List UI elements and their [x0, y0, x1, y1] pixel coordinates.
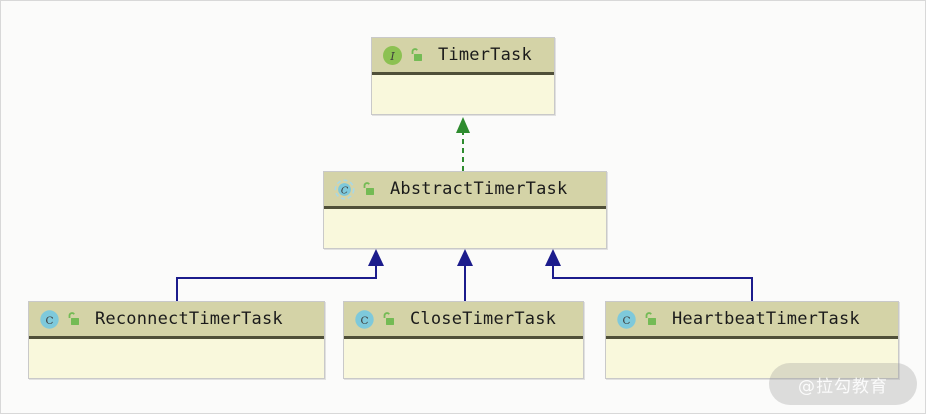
uml-node-abstracttimertask-header: C AbstractTimerTask — [324, 172, 606, 209]
unlock-icon — [360, 181, 376, 197]
uml-node-reconnecttimertask-title: ReconnectTimerTask — [95, 309, 283, 329]
interface-badge-icon: I — [382, 45, 403, 66]
unlock-icon — [380, 311, 396, 327]
uml-node-closetimertask[interactable]: C CloseTimerTask — [343, 301, 584, 379]
uml-node-timertask[interactable]: I TimerTask — [371, 37, 555, 115]
uml-node-abstracttimertask-title: AbstractTimerTask — [390, 179, 568, 199]
svg-text:C: C — [360, 314, 368, 326]
uml-node-heartbeattimertask-title: HeartbeatTimerTask — [672, 309, 860, 329]
uml-node-heartbeattimertask-header: C HeartbeatTimerTask — [606, 302, 898, 339]
svg-text:C: C — [622, 314, 630, 326]
uml-node-abstracttimertask[interactable]: C AbstractTimerTask — [323, 171, 607, 249]
uml-node-reconnecttimertask-members — [29, 339, 324, 378]
class-badge-icon: C — [354, 309, 375, 330]
edge-generalization-reconnecttimertask-to-abstracttimertask — [176, 249, 384, 301]
uml-node-abstracttimertask-members — [324, 209, 606, 248]
uml-node-closetimertask-header: C CloseTimerTask — [344, 302, 583, 339]
uml-node-heartbeattimertask-members — [606, 339, 898, 378]
edge-realization-abstracttimertask-to-timertask — [456, 117, 470, 171]
edge-generalization-heartbeattimertask-to-abstracttimertask — [545, 249, 753, 301]
uml-node-closetimertask-title: CloseTimerTask — [410, 309, 557, 329]
svg-text:C: C — [45, 314, 53, 326]
uml-node-closetimertask-members — [344, 339, 583, 378]
unlock-icon — [642, 311, 658, 327]
svg-text:I: I — [389, 50, 395, 63]
uml-node-timertask-members — [372, 75, 554, 114]
uml-node-heartbeattimertask[interactable]: C HeartbeatTimerTask — [605, 301, 899, 379]
class-badge-icon: C — [616, 309, 637, 330]
class-badge-icon: C — [39, 309, 60, 330]
unlock-icon — [65, 311, 81, 327]
uml-node-reconnecttimertask[interactable]: C ReconnectTimerTask — [28, 301, 325, 379]
abstract-class-badge-icon: C — [334, 179, 355, 200]
edge-generalization-closetimertask-to-abstracttimertask — [457, 249, 473, 301]
svg-text:C: C — [341, 185, 349, 196]
unlock-icon — [408, 47, 424, 63]
uml-node-timertask-header: I TimerTask — [372, 38, 554, 75]
uml-node-timertask-title: TimerTask — [438, 45, 532, 65]
uml-node-reconnecttimertask-header: C ReconnectTimerTask — [29, 302, 324, 339]
